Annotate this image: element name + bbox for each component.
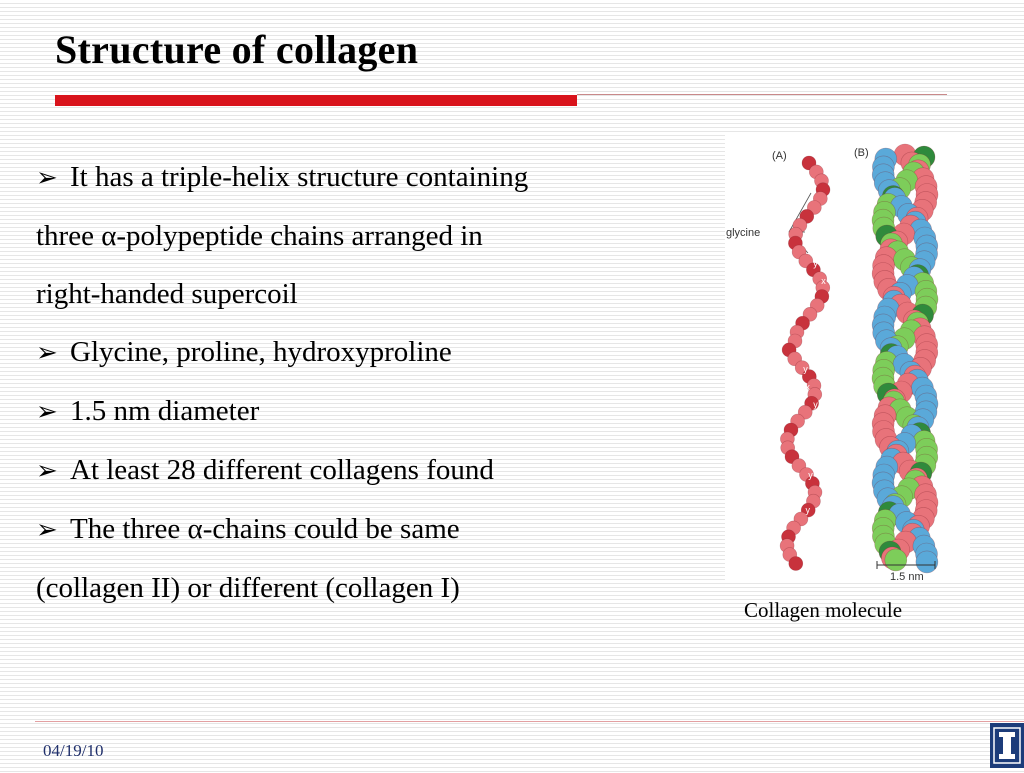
residue-letter: x [831,311,836,321]
residue-letter: y [821,540,826,550]
helix-bead [884,548,908,572]
residue-letter: x [814,523,819,533]
residue-letter: y [829,294,834,304]
bullet-text: (collagen II) or different (collagen I) [36,572,460,604]
glycine-label: glycine [726,227,760,239]
bullet-text: Glycine, proline, hydroxyproline [70,336,452,368]
residue-letter: x [821,276,826,286]
residue-letter: x [811,241,816,251]
residue-letter: y [808,470,813,480]
panel-b-triple-helix [871,143,939,574]
residue-letter: x [816,347,821,357]
residue-letter: x [821,417,826,427]
residue-letter: x [825,206,830,216]
title-underline-red [55,95,577,106]
bullet-text: It has a triple-helix structure containi… [70,161,529,193]
helix-bead [915,550,939,574]
residue-bead [788,556,804,571]
panel-b-label: (B) [854,147,869,159]
residue-letter: y [813,399,818,409]
panel-a-label: (A) [772,150,787,162]
arrow-bullet-icon: ➢ [36,397,58,426]
scale-bar [876,561,936,569]
bullet-text: 1.5 nm diameter [70,395,260,427]
arrow-bullet-icon: ➢ [36,338,58,367]
residue-letter: y [825,329,830,339]
bullet-line: ➢ It has a triple-helix structure contain… [36,148,696,207]
residue-letter: x [829,171,834,181]
residue-letter: y [817,223,822,233]
scale-label: 1.5 nm [890,571,924,583]
collagen-helix-illustration: (A) (B) glycine yxyxyxyxyxyxyxyxyxyxyxy … [726,143,939,583]
university-logo [990,723,1024,768]
bullet-line: ➢ The three α-chains could be same [36,500,696,559]
residue-letter: y [806,505,811,515]
title-underline-thin [577,94,947,95]
residue-letter: y [823,435,828,445]
bullet-text: right-handed supercoil [36,278,298,310]
arrow-bullet-icon: ➢ [36,456,58,485]
bullet-line: ➢ 1.5 nm diameter [36,382,696,441]
bullet-line: right-handed supercoil [36,265,696,323]
bullet-list: ➢ It has a triple-helix structure contain… [36,148,696,617]
slide-title: Structure of collagen [55,27,419,72]
residue-letter: y [803,364,808,374]
bullet-line: ➢ Glycine, proline, hydroxyproline [36,323,696,382]
residue-letter: y [831,188,836,198]
bullet-line: (collagen II) or different (collagen I) [36,559,696,617]
bullet-line: three α-polypeptide chains arranged in [36,207,696,265]
bullet-text: The three α-chains could be same [70,513,460,545]
footer-date: 04/19/10 [43,741,104,760]
figure-caption: Collagen molecule [744,598,903,622]
arrow-bullet-icon: ➢ [36,163,58,192]
residue-letter: x [817,452,822,462]
footer-divider [35,721,1024,722]
residue-letter: y [813,259,818,269]
residue-letter: y [821,153,826,163]
bullet-line: ➢ At least 28 different collagens found [36,441,696,500]
arrow-bullet-icon: ➢ [36,515,58,544]
bullet-text: three α-polypeptide chains arranged in [36,220,483,252]
bullet-text: At least 28 different collagens found [70,454,494,486]
residue-letter: x [805,382,810,392]
residue-letter: x [803,487,808,497]
